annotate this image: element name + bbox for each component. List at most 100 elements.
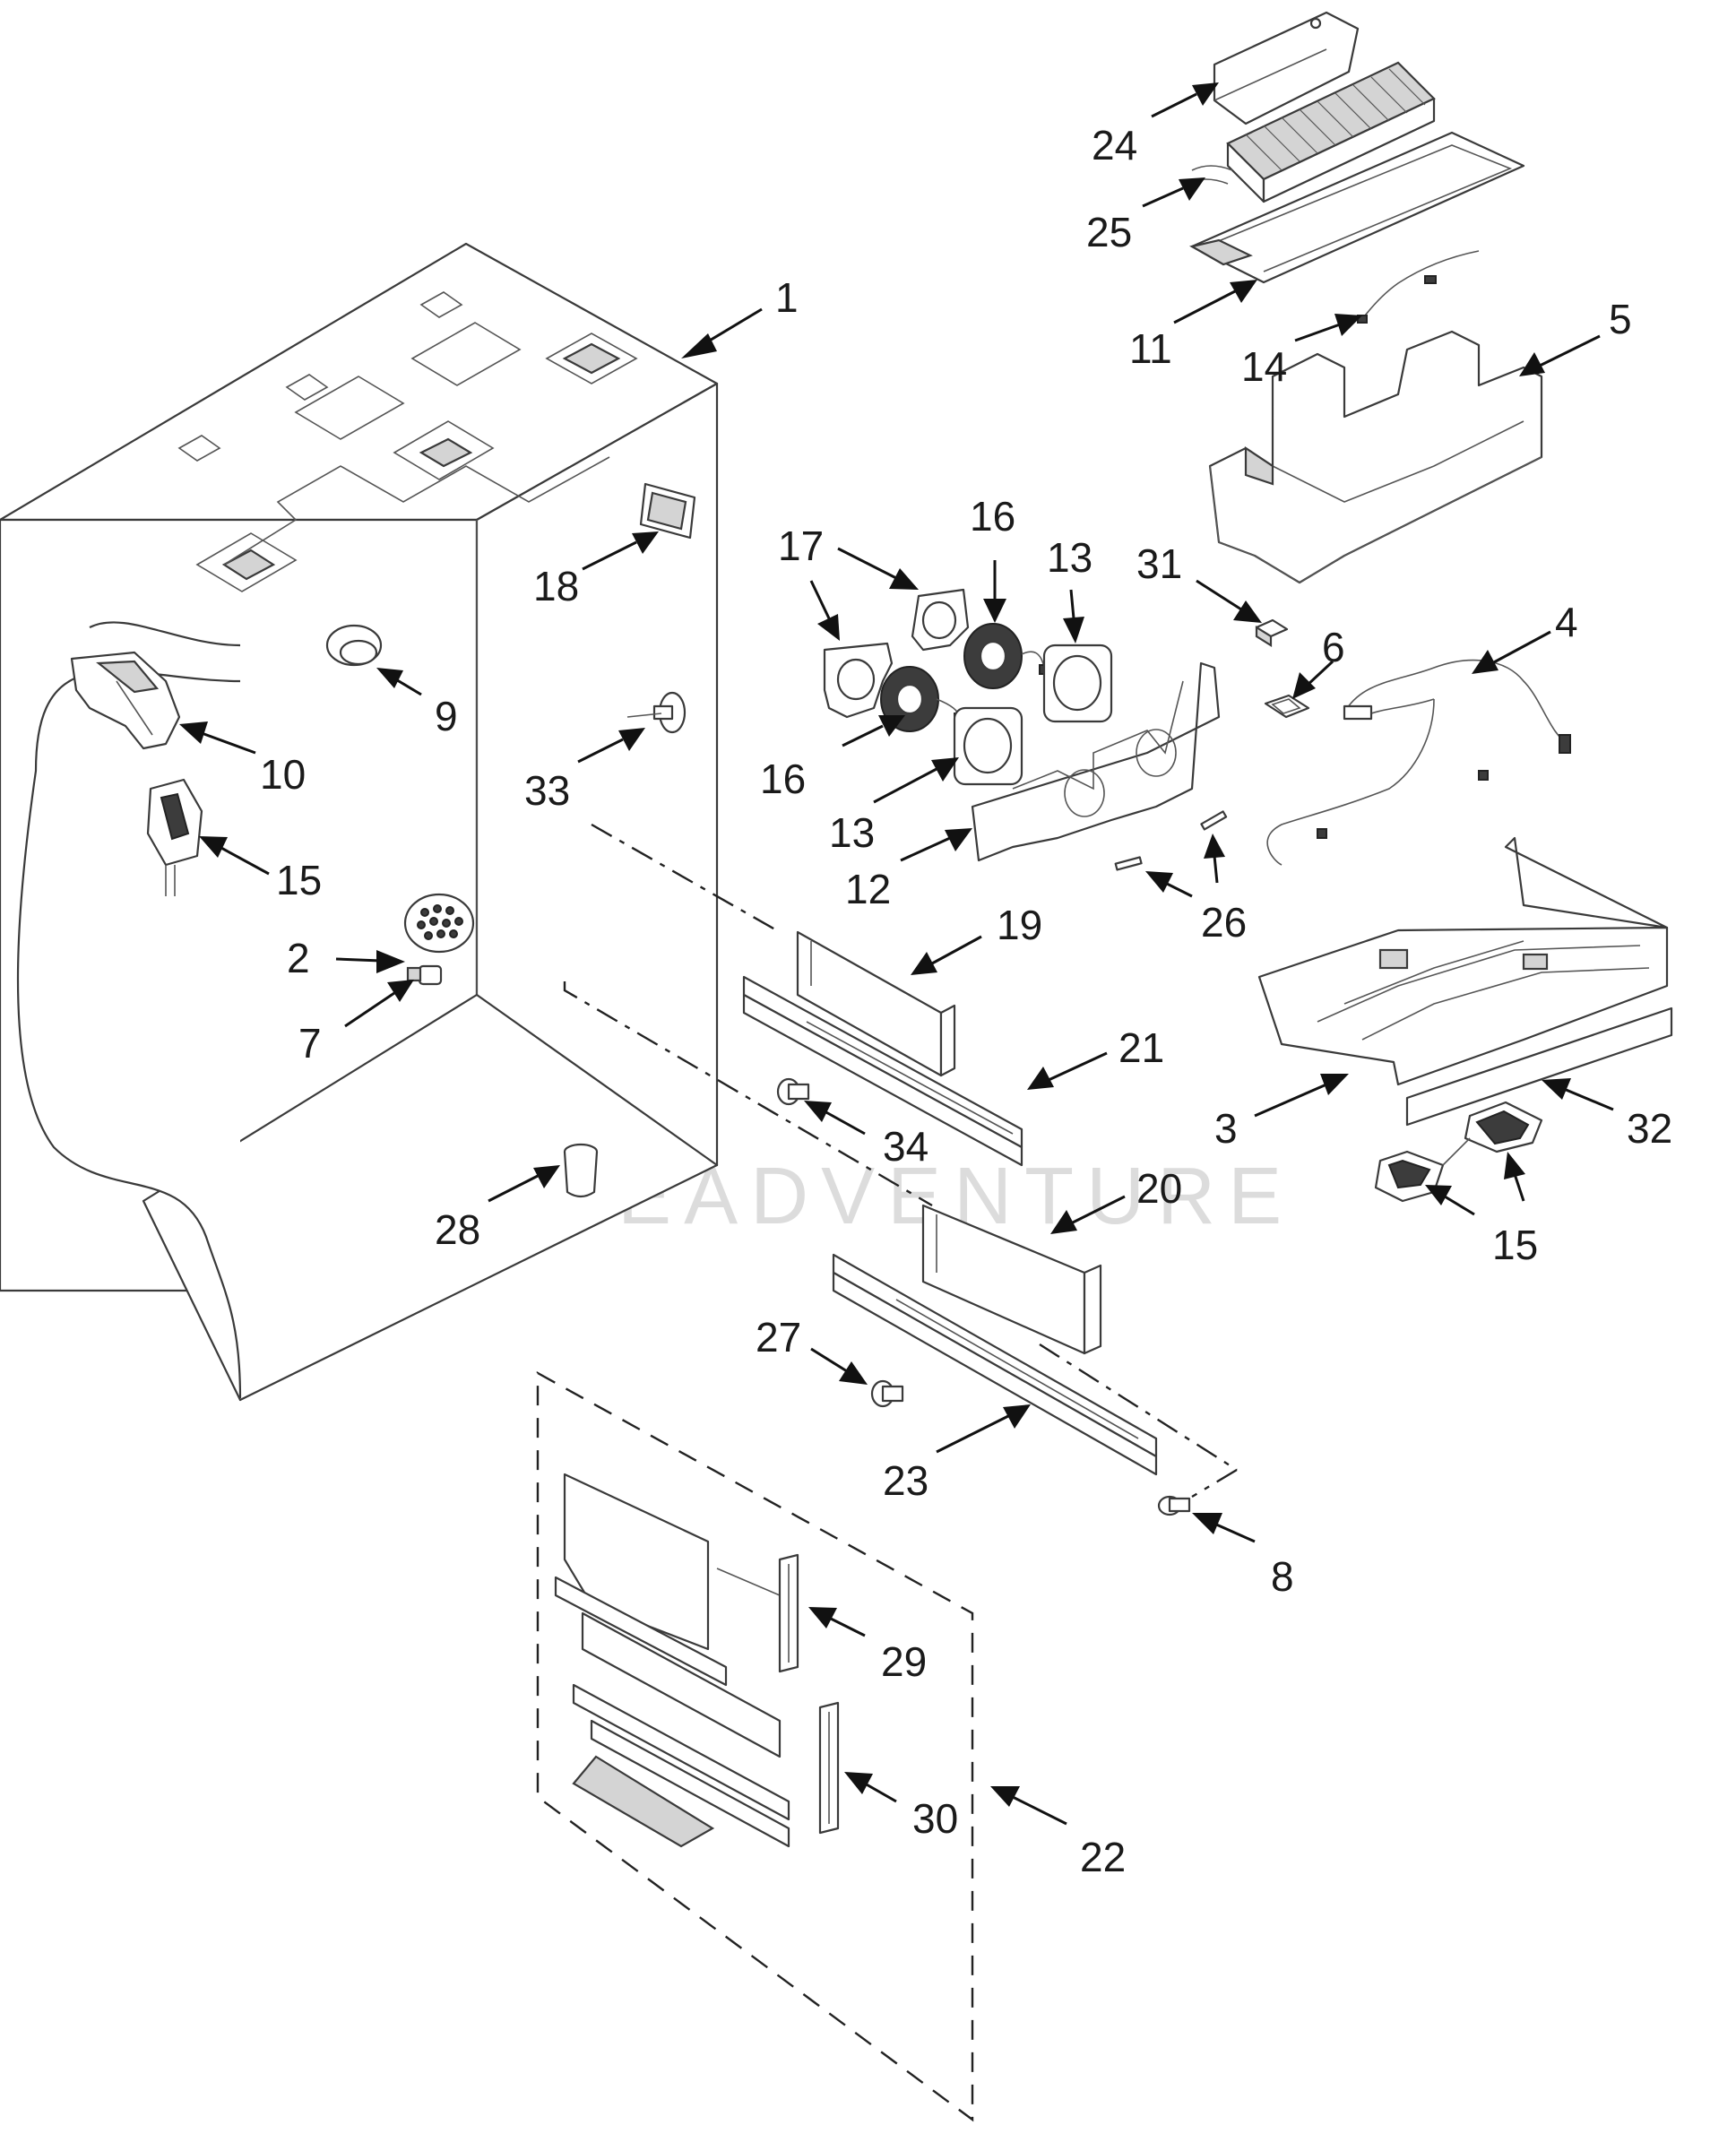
part-14-thermistor[interactable] [1357,250,1480,324]
assembly-guide-lower [1039,1343,1238,1472]
leader-28 [488,1165,560,1203]
leader-13a [1063,589,1084,644]
part-11-defrost-heater-tray[interactable] [1189,131,1525,284]
callout-28: 28 [435,1206,480,1253]
part-1-cabinet-liner[interactable] [0,242,719,1402]
part-22-kit-boundary [536,1370,974,2122]
part-17-fan-housing-right[interactable] [911,588,970,652]
part-24-evaporator-cover[interactable] [1213,11,1360,125]
leader-32 [1542,1078,1614,1111]
leader-24 [1151,82,1219,118]
part-26-pin-left[interactable] [1114,856,1143,871]
callout-5: 5 [1609,296,1632,342]
part-12-fan-mounting-panel[interactable] [971,661,1221,862]
leader-15b-2 [1504,1152,1525,1202]
leader-10 [179,721,256,755]
leader-15a [199,836,270,876]
leader-3 [1254,1074,1349,1118]
part-33-plug[interactable] [626,691,687,734]
leader-29 [808,1607,866,1637]
callout-11: 11 [1129,325,1172,372]
leader-21 [1027,1051,1108,1090]
leader-2 [335,950,405,973]
callout-15b: 15 [1492,1222,1538,1268]
part-30-slide-rail[interactable] [818,1701,840,1835]
part-32-trim-strip[interactable] [1405,1006,1673,1127]
part-22-drawer-slide-kit[interactable] [554,1473,790,1848]
part-4-wire-harness[interactable] [1266,659,1571,866]
part-19-drawer-front[interactable] [796,930,956,1077]
part-31-clip[interactable] [1255,618,1289,647]
leader-17-1 [809,580,840,641]
part-5-evaporator-housing[interactable] [1208,330,1543,584]
callout-14: 14 [1241,343,1287,390]
callout-22: 22 [1080,1834,1126,1880]
leader-19 [911,935,982,975]
part-23-lower-drawer-rail[interactable] [832,1253,1158,1476]
callout-4: 4 [1555,599,1578,645]
part-13-fan-shroud-lower[interactable] [953,706,1023,786]
callout-7: 7 [298,1020,322,1067]
callout-16b: 16 [760,756,806,802]
part-20-drawer-front-lower[interactable] [921,1204,1102,1355]
callout-33: 33 [524,767,570,814]
leader-1 [681,307,763,358]
callout-13a: 13 [1047,534,1093,581]
callout-26: 26 [1201,899,1247,946]
callout-21: 21 [1118,1024,1164,1071]
leader-14 [1294,314,1362,342]
part-3-crisper-cover[interactable] [1257,836,1669,1086]
part-16-fan-motor-upper[interactable] [963,623,1049,689]
leader-34 [804,1101,866,1136]
callout-24: 24 [1092,122,1137,168]
leader-16b [842,715,905,747]
callout-18: 18 [533,563,579,609]
leader-16a [983,560,1006,623]
callout-9: 9 [435,693,458,739]
leader-13b [873,757,959,804]
part-17-fan-housing-left[interactable] [823,642,894,719]
callout-leaders [179,82,1614,1826]
leader-27 [810,1347,868,1385]
part-2-light-cover[interactable] [403,893,475,954]
leader-23 [936,1404,1031,1454]
callout-20: 20 [1136,1165,1182,1212]
callout-10: 10 [260,751,306,798]
assembly-guide-upper [591,823,781,934]
leader-15b-1 [1425,1185,1475,1216]
callout-3: 3 [1214,1105,1238,1152]
callout-16a: 16 [970,493,1015,540]
part-28-light-socket[interactable] [563,1143,599,1198]
part-8-screw[interactable] [1157,1495,1191,1516]
leader-17-2 [837,547,919,590]
callout-6: 6 [1322,624,1345,670]
part-21-drawer-rail[interactable] [742,975,1023,1167]
leader-5 [1519,334,1601,376]
callout-32: 32 [1627,1105,1672,1152]
part-34-screw[interactable] [776,1077,810,1106]
part-10-shelf-bracket[interactable] [70,651,181,750]
part-15-damper-control-left[interactable] [146,778,203,896]
part-29-slide-rail[interactable] [778,1553,799,1673]
part-18-filter[interactable] [639,482,696,540]
part-15-damper-control-right[interactable] [1374,1101,1543,1203]
part-25-evaporator[interactable] [1182,61,1436,203]
callout-12: 12 [845,866,891,912]
leader-26 [1204,834,1225,884]
callout-17: 17 [778,523,824,569]
part-13-fan-shroud-upper[interactable] [1042,644,1113,723]
leader-6 [1292,660,1334,699]
part-9-grommet[interactable] [325,624,383,667]
assembly-guide-middle [563,981,933,1207]
callout-19: 19 [997,902,1042,948]
part-26-pin-right[interactable] [1200,810,1228,831]
leader-8 [1192,1513,1256,1543]
leader-18 [582,531,659,571]
part-27-screw[interactable] [870,1379,904,1408]
part-7-screw[interactable] [406,964,443,986]
part-6-gasket[interactable] [1264,694,1310,719]
callout-31: 31 [1136,540,1182,587]
callout-15a: 15 [276,857,322,903]
callout-30: 30 [912,1795,958,1842]
callout-27: 27 [756,1314,801,1361]
